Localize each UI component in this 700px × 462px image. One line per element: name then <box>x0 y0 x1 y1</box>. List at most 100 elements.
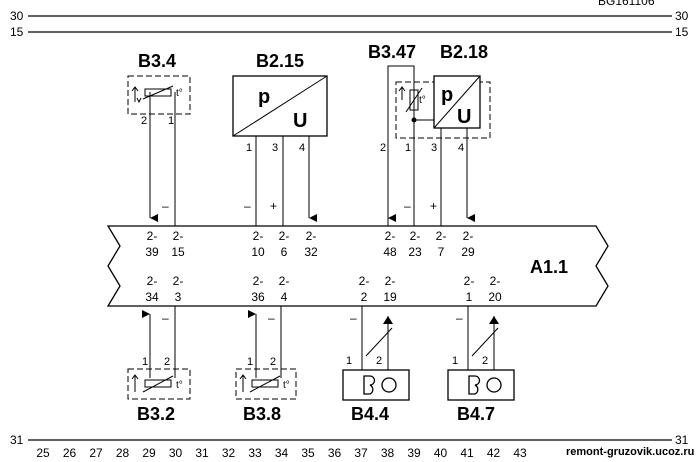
b3-2-minus: – <box>162 311 169 325</box>
sensor-b3-47: B3.47 t° 2 1 – <box>368 42 491 226</box>
upper-pin-prefix: 2- <box>306 229 317 243</box>
b4-7-pin-1: 1 <box>452 355 458 367</box>
b3-2-pin-2: 2 <box>164 356 170 368</box>
grid-number: 33 <box>248 446 262 460</box>
b3-8-temp-symbol: t° <box>283 380 290 391</box>
lower-pin-prefix: 2- <box>359 274 370 288</box>
sensor-b2-18: B2.18 p U 3 4 + <box>430 42 488 226</box>
upper-pin-prefix: 2- <box>410 229 421 243</box>
b3-4-pin-left: 2 <box>141 115 147 127</box>
sensor-b3-8: – 1 2 t° B3.8 <box>235 306 297 424</box>
b2-15-plus: + <box>270 199 277 213</box>
upper-pin-number: 23 <box>408 245 422 259</box>
grid-number: 38 <box>381 446 395 460</box>
sensor-b3-4: B3.4 t° 2 1 – <box>127 51 191 226</box>
upper-pin-number: 10 <box>251 245 265 259</box>
grid-number: 29 <box>142 446 156 460</box>
b3-4-temp-symbol: t° <box>176 88 183 99</box>
b2-18-plus: + <box>430 199 437 213</box>
b4-4-pin-2: 2 <box>376 355 382 367</box>
b2-15-pin-1: 1 <box>246 142 252 154</box>
grid-number: 42 <box>487 446 501 460</box>
b2-18-pin-4: 4 <box>458 142 464 154</box>
lower-pin-number: 3 <box>175 290 182 304</box>
b2-18-pin-3: 3 <box>431 142 437 154</box>
upper-pin-prefix: 2- <box>173 229 184 243</box>
grid-number: 35 <box>301 446 315 460</box>
b3-2-ref: B3.2 <box>137 404 175 424</box>
b2-15-p: p <box>258 86 270 108</box>
bus-15-label-left: 15 <box>10 25 24 39</box>
bus-15-label-right: 15 <box>675 25 689 39</box>
b2-18-ref: B2.18 <box>440 42 488 62</box>
lower-pin-prefix: 2- <box>253 274 264 288</box>
upper-pin-number: 48 <box>383 245 397 259</box>
b3-4-ref: B3.4 <box>138 51 176 71</box>
upper-pin-prefix: 2- <box>147 229 158 243</box>
bus-31-label-left: 31 <box>10 433 24 447</box>
bus-31-label-right: 31 <box>675 433 689 447</box>
b2-18-u: U <box>457 106 471 128</box>
grid-number: 34 <box>275 446 289 460</box>
b3-2-pin-1: 1 <box>142 356 148 368</box>
b4-4-pin-1: 1 <box>346 355 352 367</box>
grid-number: 31 <box>195 446 209 460</box>
lower-pin-prefix: 2- <box>385 274 396 288</box>
b3-47-minus: – <box>404 199 411 213</box>
b3-4-minus: – <box>162 199 169 213</box>
grid-number: 27 <box>89 446 103 460</box>
grid-number: 30 <box>169 446 183 460</box>
grid-number: 39 <box>407 446 421 460</box>
b3-8-minus: – <box>268 311 275 325</box>
bus-30: 30 30 <box>10 9 689 23</box>
lower-pin-number: 1 <box>466 290 473 304</box>
b2-18-p: p <box>441 84 453 106</box>
grid-number: 25 <box>36 446 50 460</box>
sensor-b3-2: – 1 2 t° B3.2 <box>127 306 191 424</box>
b2-15-pin-3: 3 <box>272 142 278 154</box>
upper-pin-prefix: 2- <box>463 229 474 243</box>
lower-pin-prefix: 2- <box>279 274 290 288</box>
b3-2-temp-symbol: t° <box>176 380 183 391</box>
b3-8-ref: B3.8 <box>243 404 281 424</box>
b4-4-ref: B4.4 <box>351 404 389 424</box>
b4-4-minus: – <box>350 311 357 325</box>
grid-number: 36 <box>328 446 342 460</box>
b3-8-pin-1: 1 <box>247 356 253 368</box>
bus-30-label-right: 30 <box>675 9 689 23</box>
grid-number: 28 <box>116 446 130 460</box>
b3-8-pin-2: 2 <box>270 356 276 368</box>
upper-pin-number: 39 <box>145 245 159 259</box>
sensor-b4-7: – 1 2 B4.7 <box>447 306 515 424</box>
bus-30-label-left: 30 <box>10 9 24 23</box>
lower-pin-number: 20 <box>488 290 502 304</box>
control-unit-lower-pins: 2-342-32-362-42-22-192-12-20 <box>145 274 502 304</box>
lower-pin-number: 4 <box>281 290 288 304</box>
b2-15-minus: – <box>244 199 251 213</box>
b3-47-temp-symbol: t° <box>419 95 426 106</box>
grid-number: 37 <box>354 446 368 460</box>
diagram-code: BG161106 <box>598 0 655 8</box>
upper-pin-prefix: 2- <box>436 229 447 243</box>
b4-7-pin-2: 2 <box>482 355 488 367</box>
grid-number: 41 <box>460 446 474 460</box>
lower-pin-number: 2 <box>361 290 368 304</box>
sensor-b4-4: – 1 2 B4.4 <box>342 306 410 424</box>
control-unit-a1-1: A1.1 2-392-152-102-62-322-482-232-72-29 … <box>106 225 609 307</box>
upper-pin-number: 32 <box>304 245 318 259</box>
upper-pin-number: 7 <box>438 245 445 259</box>
lower-pin-prefix: 2- <box>173 274 184 288</box>
lower-pin-number: 36 <box>251 290 265 304</box>
b3-4-pin-right: 1 <box>168 115 174 127</box>
control-unit-upper-pins: 2-392-152-102-62-322-482-232-72-29 <box>145 229 475 259</box>
bus-31: 31 31 <box>10 433 689 447</box>
lower-pin-number: 34 <box>145 290 159 304</box>
upper-pin-number: 29 <box>461 245 475 259</box>
b3-47-pin-2: 2 <box>380 142 386 154</box>
b2-15-u: U <box>293 110 307 132</box>
upper-pin-prefix: 2- <box>253 229 264 243</box>
lower-pin-prefix: 2- <box>490 274 501 288</box>
watermark: remont-gruzovik.ucoz.ru <box>566 446 694 458</box>
